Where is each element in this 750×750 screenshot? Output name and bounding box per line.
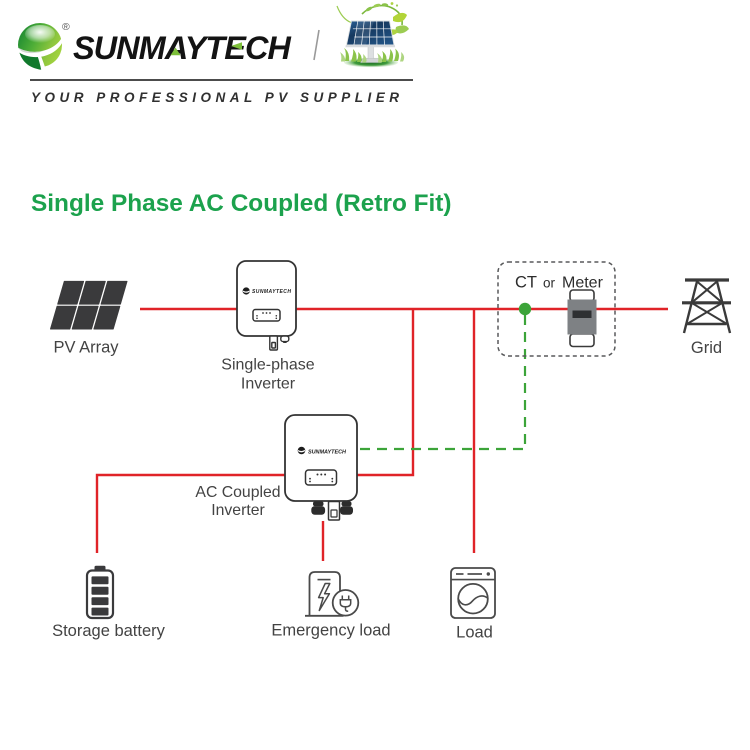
svg-text:Inverter: Inverter bbox=[211, 502, 265, 519]
svg-text:or: or bbox=[543, 276, 556, 291]
svg-text:Single-phase: Single-phase bbox=[221, 357, 315, 374]
svg-text:Meter: Meter bbox=[562, 275, 604, 292]
svg-text:SUNMAYTECH: SUNMAYTECH bbox=[308, 449, 347, 455]
svg-text:PV Array: PV Array bbox=[53, 339, 119, 357]
svg-text:SUNMAYTECH: SUNMAYTECH bbox=[252, 289, 291, 295]
svg-text:Grid: Grid bbox=[691, 339, 722, 357]
svg-text:Storage battery: Storage battery bbox=[52, 622, 166, 640]
svg-text:Emergency load: Emergency load bbox=[271, 622, 390, 640]
svg-text:Load: Load bbox=[456, 624, 493, 642]
svg-text:AC Coupled: AC Coupled bbox=[195, 484, 280, 501]
svg-text:Inverter: Inverter bbox=[241, 376, 296, 393]
svg-text:CT: CT bbox=[515, 274, 537, 292]
